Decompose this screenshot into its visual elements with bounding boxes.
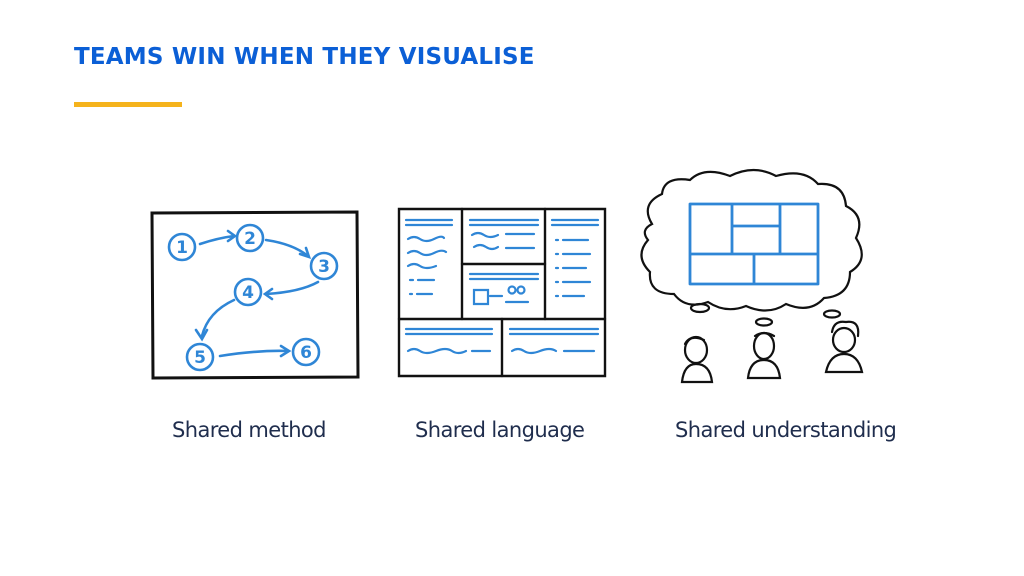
title-accent-bar (74, 102, 182, 107)
arrow-4-5 (200, 298, 236, 338)
thought-bubble-1 (689, 302, 711, 314)
arrow-5-6 (218, 349, 290, 358)
step-6-label: 6 (300, 343, 312, 363)
slide-title: TEAMS WIN WHEN THEY VISUALISE (74, 44, 535, 70)
step-4-label: 4 (242, 283, 254, 303)
method-frame (150, 210, 360, 380)
step-4-circle (233, 277, 263, 307)
step-1-label: 1 (176, 238, 188, 258)
arrow-1-2 (198, 234, 236, 246)
shared-board (688, 202, 820, 286)
step-5-circle (185, 342, 215, 372)
thought-bubble-3 (822, 309, 842, 319)
step-2-label: 2 (244, 229, 256, 249)
step-3-circle (309, 251, 339, 281)
shared-method-illustration: 1 2 3 4 5 6 (148, 208, 364, 384)
person-2-icon (746, 331, 782, 380)
step-1-circle (167, 232, 197, 262)
step-5-label: 5 (194, 348, 206, 368)
caption-shared-understanding: Shared understanding (675, 418, 897, 442)
shared-language-illustration (394, 204, 610, 380)
shared-understanding-illustration (634, 164, 872, 388)
step-3-label: 3 (318, 257, 330, 277)
person-1-icon (680, 335, 714, 384)
person-3-icon (824, 320, 864, 374)
arrow-3-4 (264, 280, 320, 296)
arrow-2-3 (264, 238, 310, 258)
step-2-circle (235, 223, 265, 253)
thought-bubble-2 (754, 317, 774, 327)
thought-cloud (640, 168, 863, 312)
caption-shared-language: Shared language (415, 418, 585, 442)
caption-shared-method: Shared method (172, 418, 327, 442)
board-frame (397, 207, 607, 378)
step-6-circle (291, 337, 321, 367)
